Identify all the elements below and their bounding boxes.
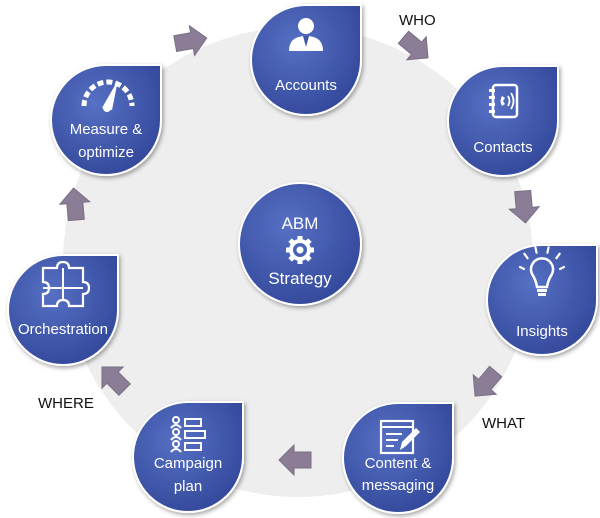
- center-subtitle: Strategy: [268, 269, 332, 288]
- node-campaign-label: plan: [174, 478, 202, 495]
- node-measure-label: Measure &: [70, 121, 143, 138]
- document-pencil-icon: [379, 419, 420, 455]
- cycle-arrow: [472, 365, 503, 397]
- node-content: Content & messaging: [342, 402, 454, 514]
- node-accounts-shape: [250, 4, 362, 116]
- node-campaign-shape: [132, 401, 244, 513]
- checklist-icon: [170, 416, 206, 453]
- node-measure-shape: [50, 64, 162, 176]
- node-contacts-label: Contacts: [473, 139, 532, 156]
- cycle-arrow: [507, 189, 541, 224]
- node-contacts-shape: [447, 65, 559, 177]
- node-orchestration-shape: [7, 254, 119, 366]
- gear-icon: [286, 236, 314, 264]
- center-node: ABM Strategy: [238, 182, 362, 306]
- node-orchestration: Orchestration: [7, 254, 119, 366]
- node-insights-shape: [486, 244, 598, 356]
- who-label: WHO: [399, 12, 436, 29]
- node-accounts: Accounts: [250, 4, 362, 116]
- node-content-shape: [342, 402, 454, 514]
- cycle-arrow: [58, 187, 92, 222]
- cycle-arrow: [101, 366, 131, 396]
- lightbulb-icon: [518, 246, 566, 296]
- node-accounts-label: Accounts: [275, 77, 337, 94]
- gauge-icon: [81, 79, 135, 112]
- node-content-label: Content &: [365, 455, 432, 472]
- node-content-label: messaging: [362, 477, 435, 494]
- what-label: WHAT: [482, 415, 525, 432]
- contact-book-icon: [489, 83, 519, 119]
- node-campaign-label: Campaign: [154, 455, 222, 472]
- cycle-arrow: [397, 30, 429, 61]
- puzzle-icon: [41, 260, 91, 308]
- cycle-arrows: [58, 24, 541, 477]
- node-contacts: Contacts: [447, 65, 559, 177]
- where-label: WHERE: [38, 395, 94, 412]
- node-insights-label: Insights: [516, 323, 568, 340]
- node-insights: Insights: [486, 244, 598, 356]
- cycle-arrow: [173, 24, 208, 57]
- person-icon: [289, 18, 323, 51]
- center-title: ABM: [282, 214, 319, 233]
- cycle-arrow: [278, 443, 312, 477]
- node-orchestration-label: Orchestration: [18, 321, 108, 338]
- node-measure-label: optimize: [78, 144, 134, 161]
- node-campaign: Campaign plan: [132, 401, 244, 513]
- node-measure: Measure & optimize: [50, 64, 162, 176]
